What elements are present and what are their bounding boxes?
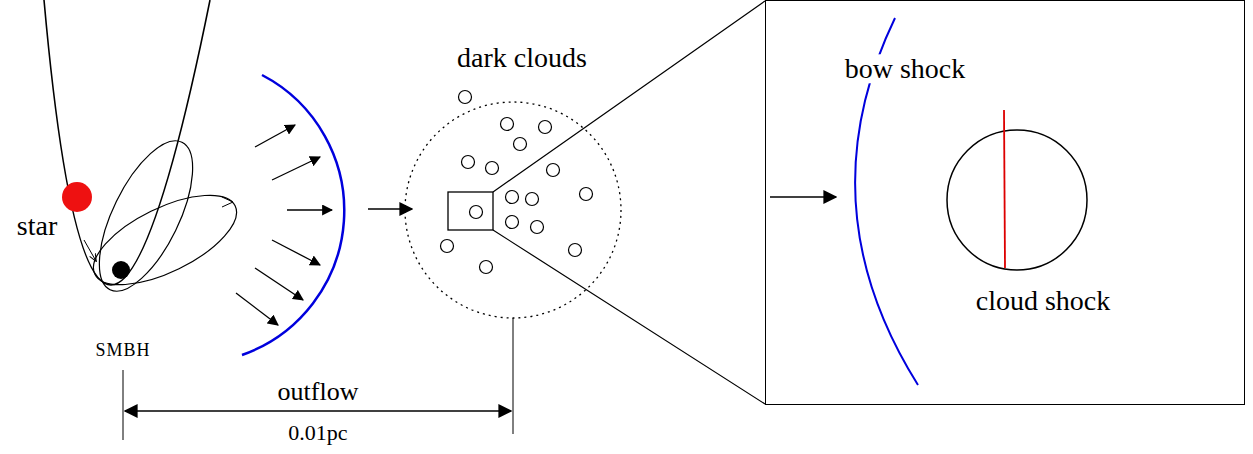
node-label: cloud shock: [974, 286, 1113, 315]
cloudlet: [506, 216, 519, 229]
dimension-label: outflow: [276, 378, 361, 405]
cloudlet: [501, 118, 514, 131]
stellar-orbit: [80, 128, 211, 304]
outflow-arrow: [255, 125, 295, 147]
star-symbol: [62, 182, 92, 212]
zoom-panel: bow shock cloud shock: [765, 0, 1245, 405]
flow-arrow: [368, 208, 412, 210]
smbh-symbol: [112, 261, 130, 279]
outflow-arrow: [272, 240, 320, 265]
outflow-arrow: [287, 209, 332, 210]
cloudlet: [441, 240, 454, 253]
cloudlet: [539, 121, 552, 134]
cloudlet: [480, 261, 493, 274]
cloudlet: [459, 91, 472, 104]
cloudlet: [506, 191, 519, 204]
cloudlet: [580, 188, 593, 201]
stellar-orbit: [81, 177, 249, 303]
cloudlet: [462, 156, 475, 169]
cloudlet: [470, 206, 483, 219]
cloudlet: [526, 193, 539, 206]
cloud-region: dark clouds: [403, 100, 623, 320]
outflow-arrow: [255, 268, 303, 300]
dimension-tick: [513, 318, 514, 434]
cloudlet: [514, 138, 527, 151]
dimension-tick: [123, 370, 124, 440]
cloudlet: [531, 221, 544, 234]
outflow-arrows: [236, 125, 332, 325]
cloudlet: [486, 162, 499, 175]
dimension-arrow: [125, 410, 511, 411]
cloudlet: [569, 244, 582, 257]
cloud-outline: [947, 130, 1087, 270]
outflow-arrow: [236, 293, 278, 325]
cloudlet: [547, 164, 560, 177]
flow-arrow: [770, 196, 836, 198]
object-label: SMBH: [93, 341, 152, 360]
outflow-front: [242, 75, 344, 355]
cloud-shock-line: [1004, 110, 1005, 268]
star-direction: [84, 240, 96, 261]
star-trajectory: [44, 0, 210, 285]
dark-cloudlets: [441, 91, 593, 274]
outflow-arrow: [272, 157, 320, 180]
node-outline: [403, 100, 623, 320]
cloud-region-outline: [405, 102, 621, 318]
node-label: dark clouds: [455, 43, 589, 72]
node-label: bow shock: [843, 54, 968, 83]
object-label: star: [15, 211, 59, 240]
orbit-direction: [222, 197, 233, 207]
dimension-value: 0.01pc: [286, 421, 349, 444]
zoom-region: [448, 192, 493, 230]
